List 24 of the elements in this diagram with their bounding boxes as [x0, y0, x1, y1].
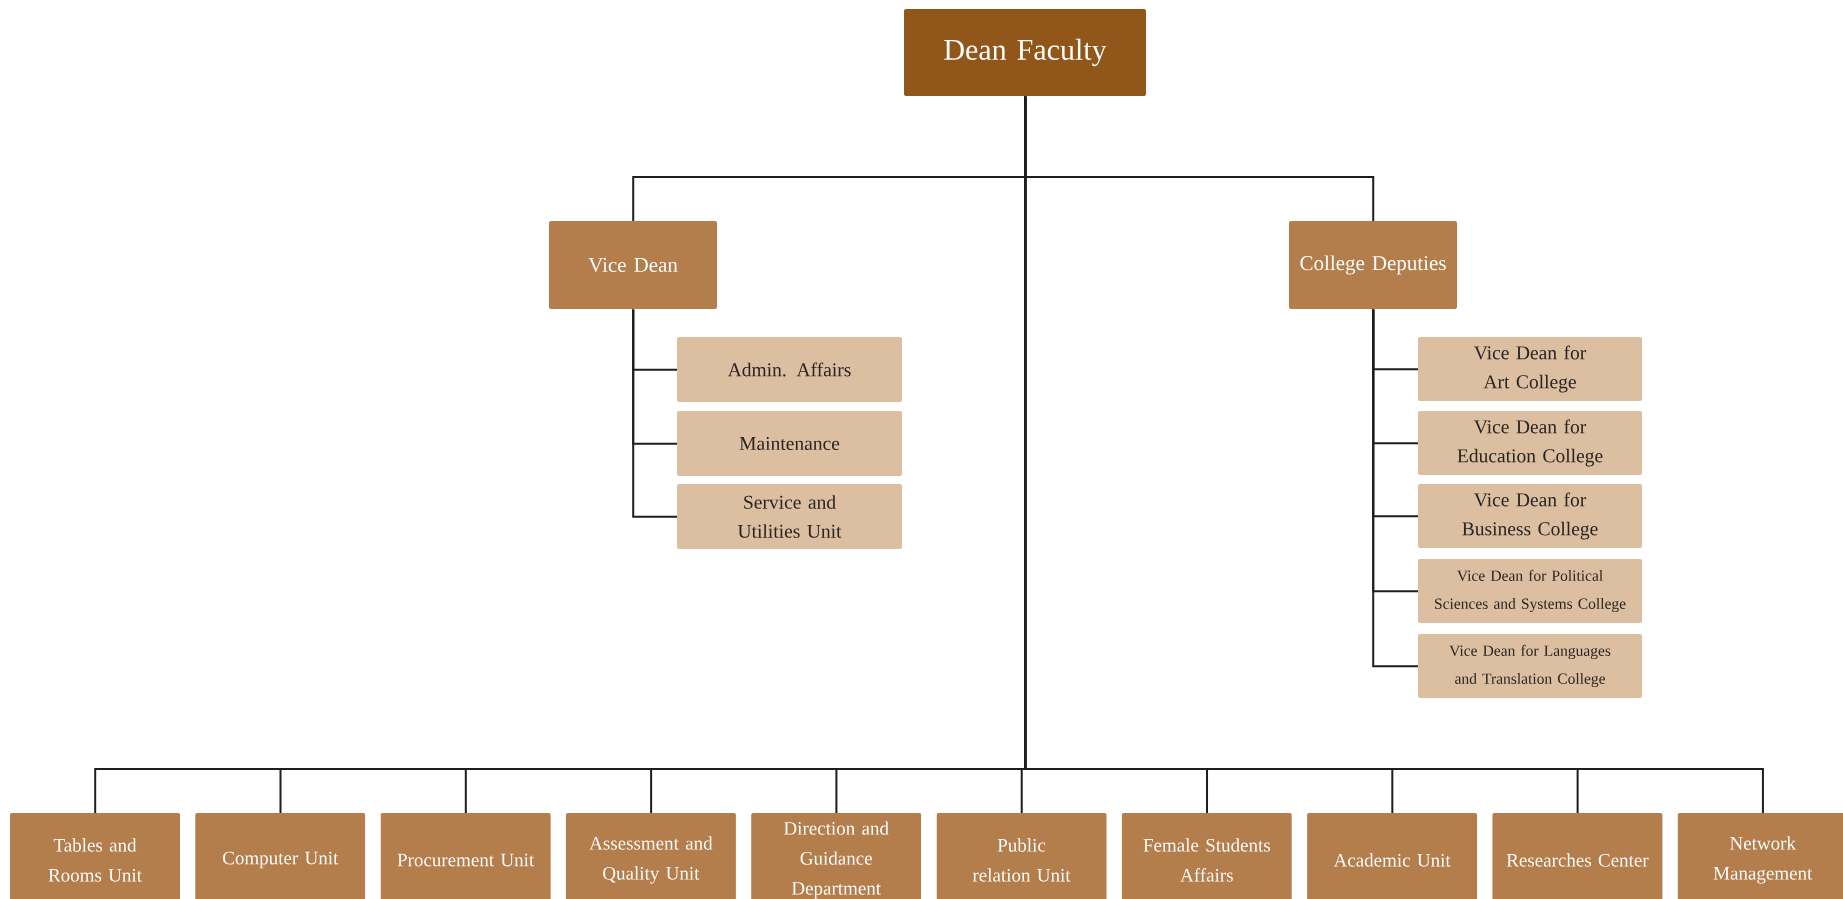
unit-box: Admin. Affairs: [677, 337, 902, 402]
unit-box: Public relation Unit: [936, 813, 1107, 899]
unit-box: Vice Dean for Art College: [1418, 337, 1642, 401]
unit-box: Academic Unit: [1307, 813, 1478, 899]
connector-line: [1372, 308, 1419, 668]
deputy-box: Vice Dean: [549, 221, 717, 309]
unit-box: Vice Dean for Business College: [1418, 484, 1642, 548]
unit-box: Computer Unit: [195, 813, 366, 899]
unit-box: Researches Center: [1492, 813, 1663, 899]
connector-line: [632, 308, 678, 518]
unit-box: Female Students Affairs: [1121, 813, 1292, 899]
unit-box: Maintenance: [677, 411, 902, 476]
unit-box: Vice Dean for Political Sciences and Systems College: [1418, 559, 1642, 623]
connector-line: [1024, 95, 1764, 814]
unit-box: Vice Dean for Languages and Translation College: [1418, 634, 1642, 698]
unit-box: Vice Dean for Education College: [1418, 411, 1642, 475]
unit-box: Direction and Guidance Department: [751, 813, 922, 899]
unit-box: Assessment and Quality Unit: [565, 813, 736, 899]
unit-box: Tables and Rooms Unit: [10, 813, 180, 899]
deputy-box: College Deputies: [1289, 221, 1457, 309]
unit-box: Procurement Unit: [380, 813, 551, 899]
dean-box: Dean Faculty: [904, 9, 1146, 96]
unit-box: Service and Utilities Unit: [677, 484, 902, 549]
unit-box: Network Management: [1677, 813, 1843, 899]
